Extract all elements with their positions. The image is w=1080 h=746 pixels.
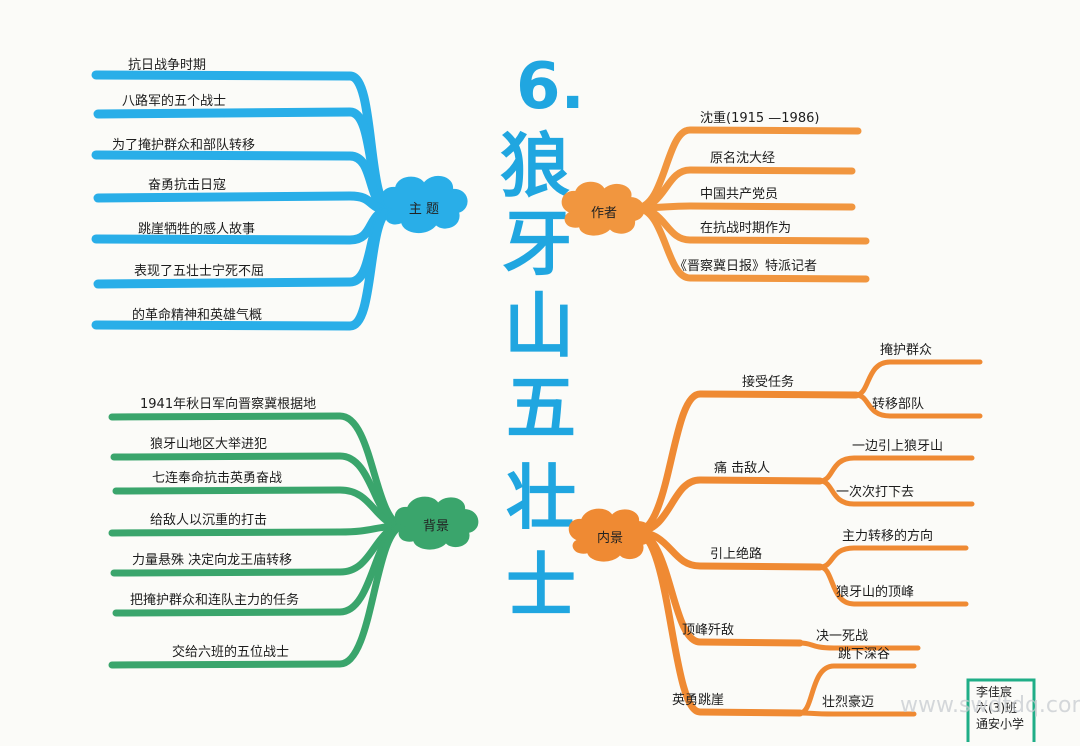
- content-sub-item: 跳下深谷: [838, 647, 890, 662]
- background-leaf: 七连奉命抗击英勇奋战: [152, 470, 282, 486]
- content-sub-line: [853, 359, 983, 398]
- author-leaf: 沈重(1915 —1986): [700, 110, 819, 126]
- background-leaf: 交给六班的五位战士: [172, 644, 289, 660]
- author-leaf: 《晋察冀日报》特派记者: [674, 258, 817, 274]
- title-char: 狼: [500, 125, 570, 207]
- title-char: 牙: [502, 203, 572, 285]
- author-leaf: 中国共产党员: [700, 187, 778, 202]
- content-node[interactable]: 内景: [568, 508, 653, 562]
- title-number: 6.: [516, 50, 585, 124]
- theme-branch-line: [93, 191, 397, 215]
- signature-class: 六(3)班: [976, 701, 1017, 715]
- theme-node[interactable]: 主 题: [381, 175, 468, 233]
- theme-leaf: 奋勇抗击日寇: [148, 177, 226, 193]
- signature-school: 通安小学: [976, 716, 1024, 731]
- signature: 李佳宸 六(3)班 通安小学: [966, 678, 1036, 742]
- content-sub-item: 主力转移的方向: [842, 528, 933, 544]
- background-leaf: 1941年秋日军向晋察冀根据地: [140, 396, 316, 412]
- theme-branch-line: [91, 205, 397, 331]
- content-sub-line: [797, 710, 917, 717]
- author-branch-line: [632, 202, 856, 212]
- signature-name: 李佳宸: [976, 684, 1012, 699]
- content-sub-item: 掩护群众: [880, 343, 932, 358]
- content-sub-line: [817, 455, 975, 484]
- author-branch-line: [632, 204, 870, 283]
- title: 6. 狼 牙 山 五 壮 士: [500, 50, 585, 627]
- content-item: 痛 击敌人: [714, 460, 770, 476]
- theme-leaf: 的革命精神和英雄气概: [132, 307, 262, 323]
- background-node[interactable]: 背景: [394, 496, 479, 550]
- content-sub-item: 一次次打下去: [836, 484, 914, 500]
- content-sub-line: [817, 564, 969, 607]
- signature-frame: [966, 678, 1036, 742]
- content-sub-line: [817, 545, 969, 570]
- theme-node-label: 主 题: [409, 202, 439, 217]
- content-sub-line: [817, 478, 975, 507]
- background-branch: 背景 1941年秋日军向晋察冀根据地狼牙山地区大举进犯七连奉命抗击英勇奋战给敌人…: [108, 396, 479, 669]
- background-leaf: 给敌人以沉重的打击: [150, 512, 267, 528]
- title-char: 山: [504, 285, 574, 367]
- content-sub-item: 转移部队: [872, 397, 924, 412]
- content-item: 接受任务: [742, 374, 794, 390]
- background-leaf: 狼牙山地区大举进犯: [150, 437, 267, 452]
- content-node-label: 内景: [597, 530, 623, 546]
- background-leaf: 把掩护群众和连队主力的任务: [130, 592, 299, 608]
- content-item: 引上绝路: [710, 546, 762, 562]
- watermark: www.swdtdq.com: [900, 693, 1080, 718]
- theme-leaf: 为了掩护群众和部队转移: [112, 138, 255, 153]
- theme-branch: 主 题 抗日战争时期八路军的五个战士为了掩护群众和部队转移奋勇抗击日寇跳崖牺牲的…: [91, 58, 468, 331]
- background-branch-line: [108, 522, 408, 669]
- background-leaf: 力量悬殊 决定向龙王庙转移: [132, 552, 292, 568]
- content-item: 顶峰歼敌: [682, 623, 734, 638]
- content-sub-line: [853, 392, 983, 419]
- title-char: 士: [506, 545, 576, 627]
- theme-leaf: 八路军的五个战士: [122, 93, 226, 109]
- author-leaf: 原名沈大经: [710, 150, 775, 166]
- content-sub-line: [797, 640, 921, 651]
- theme-leaf: 跳崖牺牲的感人故事: [138, 221, 255, 237]
- background-node-label: 背景: [423, 519, 449, 534]
- content-sub-item: 壮烈豪迈: [822, 694, 874, 710]
- theme-leaf: 表现了五壮士宁死不屈: [134, 263, 264, 279]
- author-branch: 作者 沈重(1915 —1986) 原名沈大经中国共产党员在抗战时期作为《晋察冀日…: [561, 110, 870, 283]
- author-node[interactable]: 作者: [561, 181, 645, 236]
- content-sub-item: 狼牙山的顶峰: [836, 584, 914, 600]
- theme-leaf: 抗日战争时期: [128, 58, 206, 73]
- content-sub-item: 一边引上狼牙山: [852, 439, 943, 454]
- author-leaf: 在抗战时期作为: [700, 221, 791, 236]
- content-item: 英勇跳崖: [672, 693, 724, 708]
- content-sub-item: 决一死战: [816, 629, 868, 644]
- title-char: 壮: [506, 457, 576, 539]
- author-node-label: 作者: [591, 206, 617, 221]
- title-char: 五: [506, 367, 576, 449]
